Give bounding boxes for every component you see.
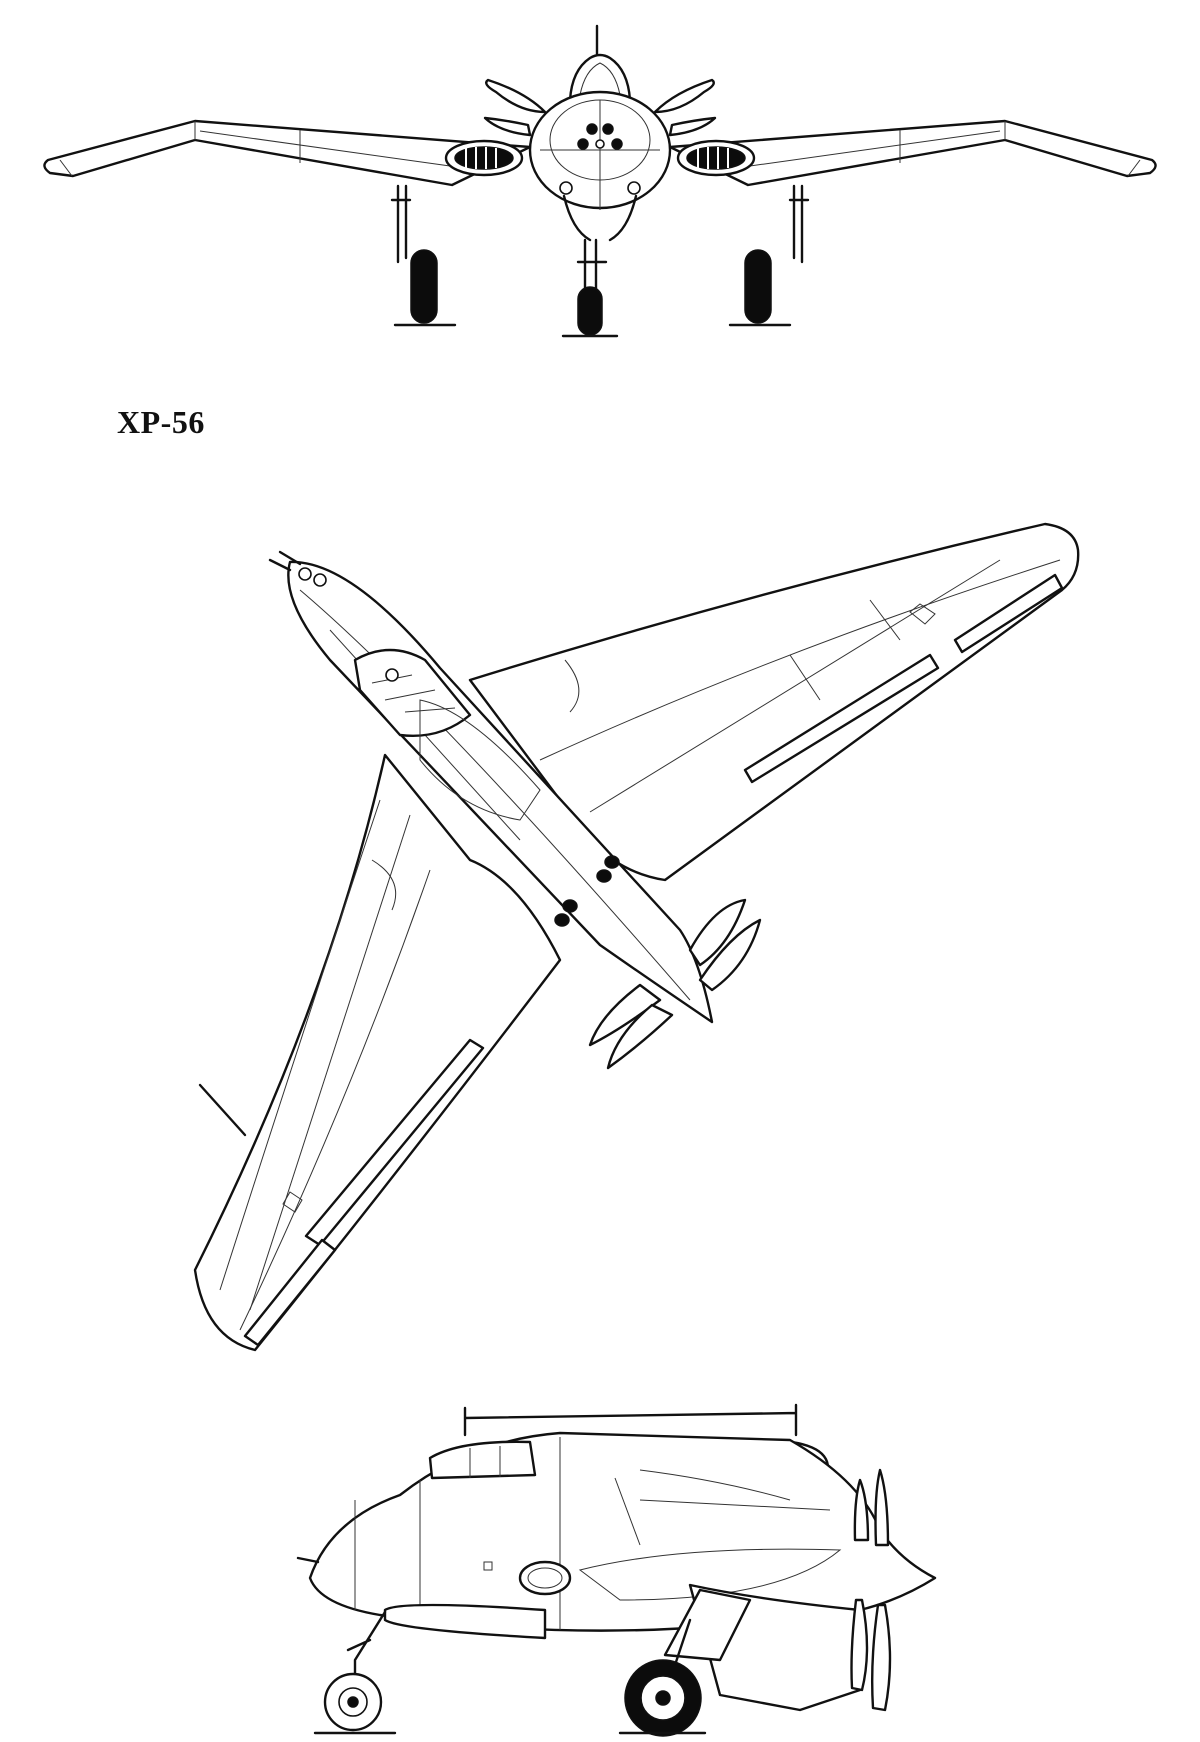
side-fuselage xyxy=(296,1431,937,1632)
top-fuselage xyxy=(268,550,714,1024)
front-left-wing xyxy=(43,119,532,187)
front-landing-gear xyxy=(390,184,810,338)
front-air-intakes xyxy=(444,139,756,177)
side-landing-gear xyxy=(313,1610,707,1737)
side-view xyxy=(296,1403,937,1737)
side-propeller-blades xyxy=(850,1468,892,1712)
front-view xyxy=(43,24,1157,338)
front-fuselage xyxy=(528,24,672,242)
top-left-wing xyxy=(193,753,562,1352)
front-right-wing xyxy=(668,119,1157,187)
top-right-wing xyxy=(468,522,1080,882)
front-propeller-blades xyxy=(483,78,717,137)
top-propeller-blades xyxy=(588,898,762,1070)
top-view xyxy=(193,522,1080,1352)
front-nose-wheel xyxy=(577,286,603,336)
front-right-wheel xyxy=(744,249,772,324)
aircraft-designation: XP-56 xyxy=(117,404,205,440)
front-left-wheel xyxy=(410,249,438,324)
